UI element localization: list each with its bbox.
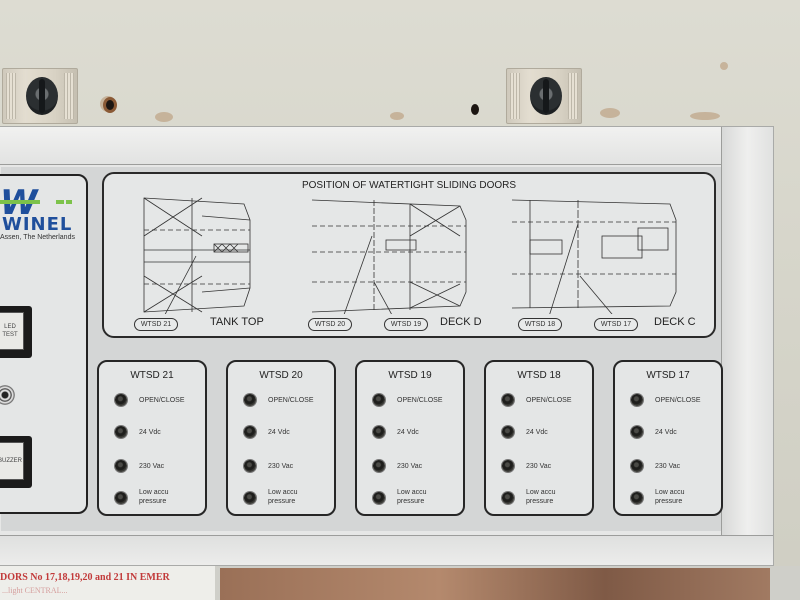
24vdc-indicator-led	[244, 426, 256, 438]
latch-knob-icon[interactable]	[530, 77, 562, 115]
low-accu-pressure-indicator-led	[115, 492, 127, 504]
frame-right-rail	[721, 127, 773, 565]
24vdc-label: 24 Vdc	[139, 429, 161, 436]
manufacturer-logo: W WINEL Assen, The Netherlands	[0, 186, 80, 246]
led-test-button[interactable]: LED TEST	[0, 306, 32, 358]
230vac-label: 230 Vac	[268, 463, 294, 470]
24vdc-indicator-led	[631, 426, 643, 438]
door-tag-wtsd-19: WTSD 19	[384, 318, 428, 331]
door-tag-wtsd-20: WTSD 20	[308, 318, 352, 331]
buzzer-icon	[0, 384, 16, 406]
open-close-indicator-led	[631, 394, 643, 406]
low-accu-pressure-label: Low accu pressure	[139, 489, 169, 505]
deck-c-plan-icon	[511, 199, 677, 314]
door-tag-wtsd-18: WTSD 18	[518, 318, 562, 331]
logo-stripe	[66, 200, 72, 204]
open-close-label: OPEN/CLOSE	[139, 397, 185, 404]
low-accu-pressure-label: Low accu pressure	[268, 489, 298, 505]
low-accu-pressure-indicator-led	[244, 492, 256, 504]
low-accu-pressure-label: Low accu pressure	[397, 489, 427, 505]
buzzer-button-label: BUZZER	[0, 442, 24, 480]
emergency-notice-sheet: DORS No 17,18,19,20 and 21 IN EMER ...li…	[0, 566, 215, 600]
230vac-label: 230 Vac	[655, 463, 681, 470]
door-panel-wtsd-18: WTSD 18 OPEN/CLOSE 24 Vdc 230 Vac Low ac…	[484, 360, 594, 516]
frame-bottom-rail	[0, 535, 773, 565]
low-accu-pressure-indicator-led	[631, 492, 643, 504]
24vdc-label: 24 Vdc	[526, 429, 548, 436]
rust-spot	[155, 112, 173, 122]
open-close-label: OPEN/CLOSE	[397, 397, 443, 404]
door-panel-title: WTSD 17	[646, 370, 690, 381]
door-panel-title: WTSD 18	[517, 370, 561, 381]
latch-ribs	[568, 73, 578, 119]
logo-stripe	[56, 200, 64, 204]
door-position-diagram: POSITION OF WATERTIGHT SLIDING DOORS WTS…	[102, 172, 716, 338]
cabinet-latch-right[interactable]	[506, 68, 582, 124]
24vdc-label: 24 Vdc	[655, 429, 677, 436]
logo-name: WINEL	[2, 214, 73, 235]
230vac-indicator-led	[244, 460, 256, 472]
24vdc-indicator-led	[373, 426, 385, 438]
door-panel-wtsd-19: WTSD 19 OPEN/CLOSE 24 Vdc 230 Vac Low ac…	[355, 360, 465, 516]
bolt-hole	[106, 100, 114, 110]
door-panel-title: WTSD 20	[259, 370, 303, 381]
deck-label-deck-c: DECK C	[654, 316, 696, 328]
low-accu-pressure-label: Low accu pressure	[526, 489, 556, 505]
230vac-label: 230 Vac	[397, 463, 423, 470]
open-close-indicator-led	[373, 394, 385, 406]
tank-top-plan-icon	[143, 197, 251, 314]
24vdc-label: 24 Vdc	[268, 429, 290, 436]
24vdc-indicator-led	[502, 426, 514, 438]
door-panel-title: WTSD 21	[130, 370, 174, 381]
rust-spot	[390, 112, 404, 120]
24vdc-label: 24 Vdc	[397, 429, 419, 436]
230vac-indicator-led	[115, 460, 127, 472]
rust-spot	[600, 108, 620, 118]
open-close-indicator-led	[115, 394, 127, 406]
deck-label-deck-d: DECK D	[440, 316, 482, 328]
open-close-label: OPEN/CLOSE	[268, 397, 314, 404]
low-accu-pressure-label: Low accu pressure	[655, 489, 685, 505]
rust-spot	[690, 112, 720, 120]
door-tag-wtsd-17: WTSD 17	[594, 318, 638, 331]
230vac-indicator-led	[373, 460, 385, 472]
logo-location: Assen, The Netherlands	[0, 234, 75, 241]
cabinet-latch-left[interactable]	[2, 68, 78, 124]
led-test-label: LED TEST	[0, 312, 24, 350]
wooden-surface	[220, 568, 770, 600]
latch-ribs	[510, 73, 520, 119]
deck-d-plan-icon	[311, 199, 467, 314]
buzzer-silence-button[interactable]: BUZZER	[0, 436, 32, 488]
230vac-indicator-led	[502, 460, 514, 472]
low-accu-pressure-indicator-led	[373, 492, 385, 504]
latch-knob-icon[interactable]	[26, 77, 58, 115]
diagram-title: POSITION OF WATERTIGHT SLIDING DOORS	[301, 180, 517, 191]
door-panel-wtsd-21: WTSD 21 OPEN/CLOSE 24 Vdc 230 Vac Low ac…	[97, 360, 207, 516]
open-close-indicator-led	[244, 394, 256, 406]
open-close-label: OPEN/CLOSE	[526, 397, 572, 404]
bolt-hole	[471, 104, 479, 115]
230vac-indicator-led	[631, 460, 643, 472]
door-tag-wtsd-21: WTSD 21	[134, 318, 178, 331]
notice-subtext: ...light CENTRAL...	[2, 586, 68, 595]
deck-label-tank-top: TANK TOP	[210, 316, 264, 328]
door-panel-title: WTSD 19	[388, 370, 432, 381]
door-panel-wtsd-17: WTSD 17 OPEN/CLOSE 24 Vdc 230 Vac Low ac…	[613, 360, 723, 516]
open-close-label: OPEN/CLOSE	[655, 397, 701, 404]
latch-ribs	[6, 73, 16, 119]
latch-ribs	[64, 73, 74, 119]
24vdc-indicator-led	[115, 426, 127, 438]
230vac-label: 230 Vac	[139, 463, 165, 470]
low-accu-pressure-indicator-led	[502, 492, 514, 504]
notice-heading: DORS No 17,18,19,20 and 21 IN EMER	[0, 572, 170, 583]
230vac-label: 230 Vac	[526, 463, 552, 470]
rust-spot	[720, 62, 728, 70]
door-panel-wtsd-20: WTSD 20 OPEN/CLOSE 24 Vdc 230 Vac Low ac…	[226, 360, 336, 516]
logo-stripe	[0, 200, 40, 204]
frame-top-rail	[0, 127, 773, 165]
open-close-indicator-led	[502, 394, 514, 406]
